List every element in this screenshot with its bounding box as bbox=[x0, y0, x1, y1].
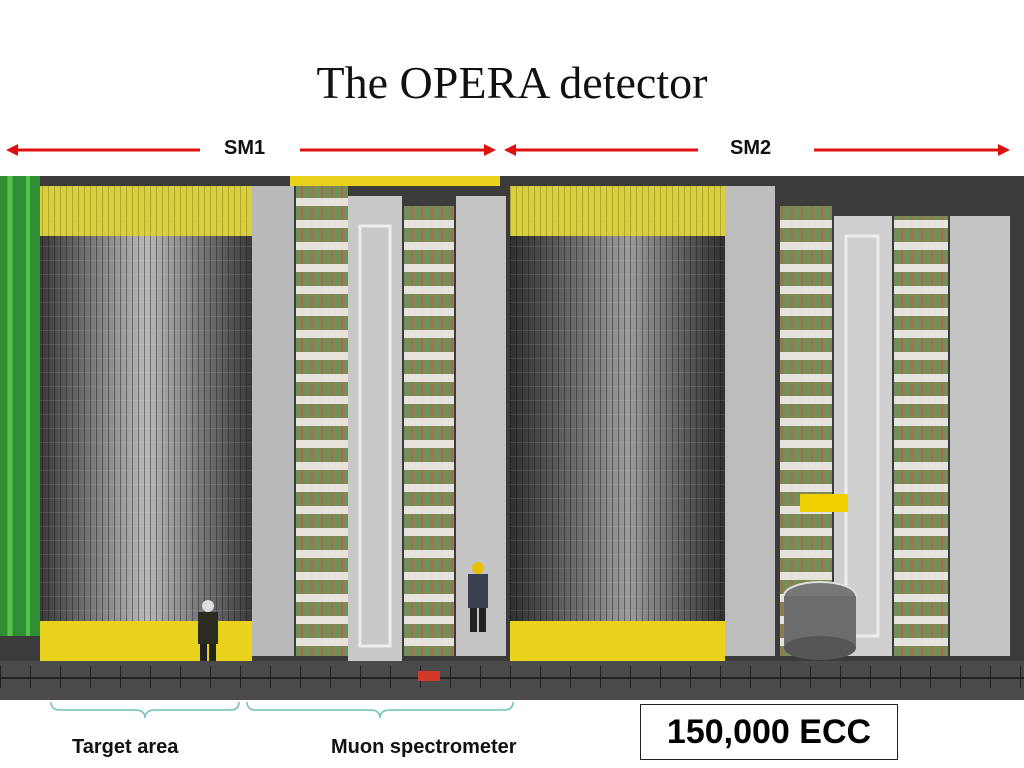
ecc-callout-text: 150,000 ECC bbox=[666, 712, 872, 751]
ecc-callout-box: 150,000 ECC bbox=[640, 704, 898, 760]
sm1-right-arrow-icon bbox=[300, 144, 496, 156]
sm2-right-arrow-icon bbox=[814, 144, 1010, 156]
sm1-label: SM1 bbox=[224, 137, 266, 159]
target-area-bracket bbox=[50, 701, 240, 719]
target-area-label: Target area bbox=[72, 736, 179, 758]
detector-illustration bbox=[0, 176, 1024, 700]
muon-spectrometer-label: Muon spectrometer bbox=[331, 736, 517, 758]
muon-spectrometer-bracket bbox=[246, 701, 514, 719]
slide-title: The OPERA detector bbox=[316, 57, 708, 108]
sm2-label: SM2 bbox=[730, 137, 772, 159]
detector-photo bbox=[0, 176, 1024, 700]
sm2-left-arrow-icon bbox=[504, 144, 698, 156]
sm1-left-arrow-icon bbox=[6, 144, 200, 156]
